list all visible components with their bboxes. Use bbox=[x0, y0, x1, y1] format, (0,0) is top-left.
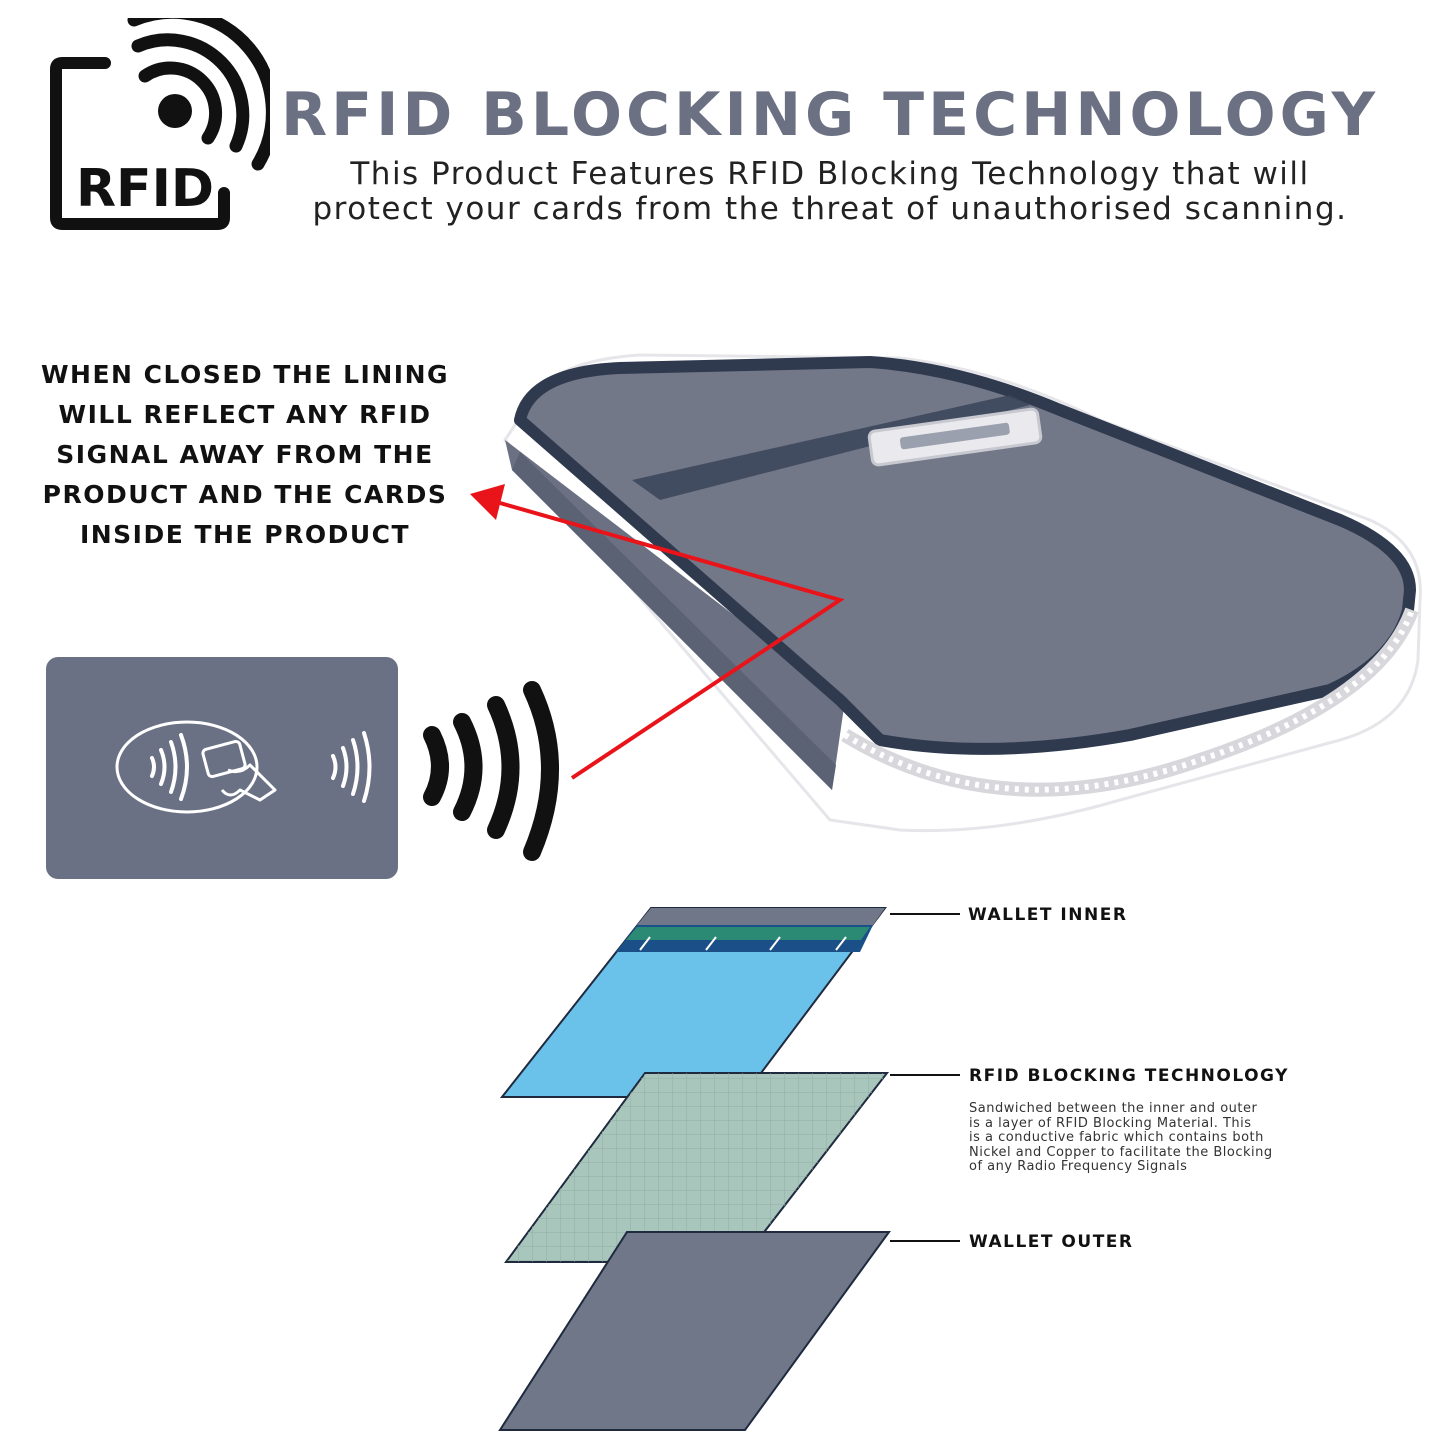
label-rfid-blocking: RFID BLOCKING TECHNOLOGY bbox=[969, 1066, 1289, 1086]
subtitle-line: This Product Features RFID Blocking Tech… bbox=[350, 156, 1310, 192]
callout-line: INSIDE THE PRODUCT bbox=[79, 520, 411, 549]
callout-line: SIGNAL AWAY FROM THE bbox=[56, 440, 434, 469]
description-line: is a conductive fabric which contains bo… bbox=[969, 1130, 1264, 1146]
contactless-card-icon bbox=[46, 657, 398, 879]
callout-line: WHEN CLOSED THE LINING bbox=[40, 360, 450, 389]
description-line: Nickel and Copper to facilitate the Bloc… bbox=[969, 1144, 1273, 1160]
description-line: is a layer of RFID Blocking Material. Th… bbox=[969, 1115, 1252, 1131]
reflection-arrow bbox=[470, 484, 845, 780]
label-wallet-inner: WALLET INNER bbox=[968, 905, 1128, 925]
subtitle-line: protect your cards from the threat of un… bbox=[312, 191, 1348, 227]
subtitle: This Product Features RFID Blocking Tech… bbox=[260, 157, 1400, 227]
leader-lines bbox=[890, 913, 960, 1242]
page-title: RFID BLOCKING TECHNOLOGY bbox=[280, 80, 1380, 150]
logo-text: RFID bbox=[76, 159, 214, 219]
callout-line: PRODUCT AND THE CARDS bbox=[42, 480, 448, 509]
rfid-description: Sandwiched between the inner and outer i… bbox=[969, 1101, 1329, 1175]
signal-waves-icon bbox=[423, 681, 559, 861]
layer-wallet-outer bbox=[498, 1231, 891, 1431]
layer-wallet-inner bbox=[499, 907, 888, 1098]
callout-text: WHEN CLOSED THE LINING WILL REFLECT ANY … bbox=[20, 355, 470, 555]
description-line: Sandwiched between the inner and outer bbox=[969, 1101, 1258, 1116]
wallet-illustration bbox=[503, 353, 1422, 833]
callout-line: WILL REFLECT ANY RFID bbox=[58, 400, 432, 429]
rfid-logo-icon: RFID bbox=[50, 5, 279, 234]
label-wallet-outer: WALLET OUTER bbox=[969, 1232, 1134, 1252]
description-line: of any Radio Frequency Signals bbox=[969, 1159, 1188, 1175]
